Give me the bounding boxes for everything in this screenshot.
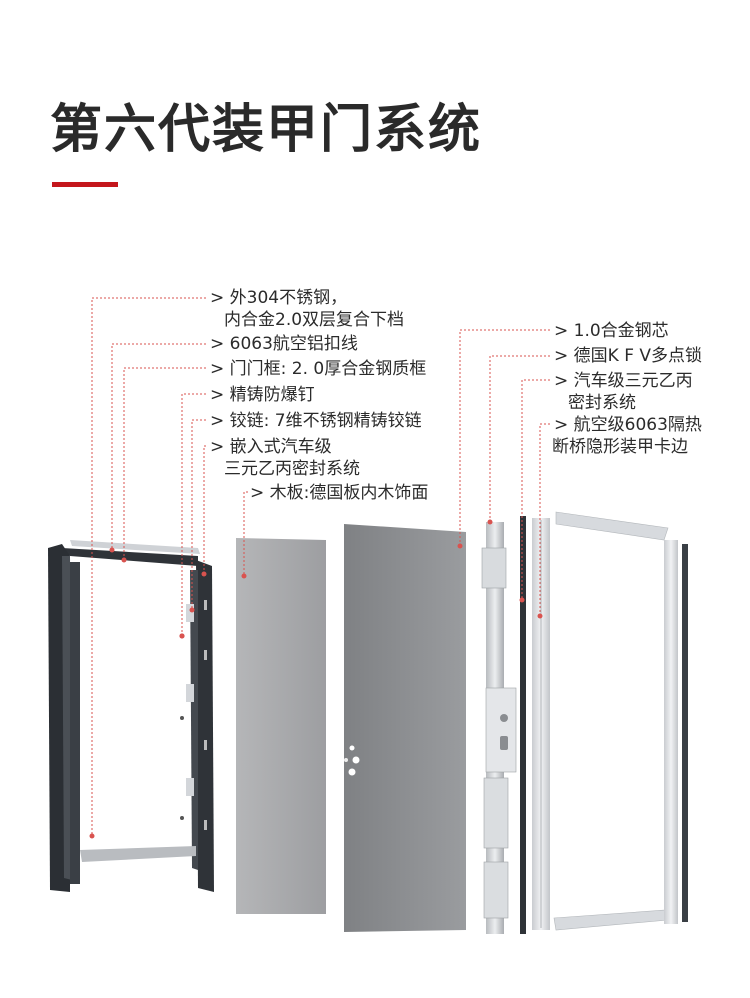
callout-wood-panel: > 木板:德国板内木饰面 xyxy=(250,483,429,503)
callout-embedded-seal: > 嵌入式汽车级 三元乙丙密封系统 xyxy=(210,436,360,480)
steel-door-leaf xyxy=(344,524,466,932)
callout-thermal-break-line-2: 断桥隐形装甲卡边 xyxy=(552,437,688,457)
auto-seal-part xyxy=(520,516,526,934)
callout-outer-steel: > 外304不锈钢， 内合金2.0双层复合下档 xyxy=(210,287,404,331)
callout-kfv-lock: > 德国K F V多点锁 xyxy=(554,346,703,366)
title-underline xyxy=(52,182,118,187)
callout-auto-seal-line-1: > 汽车级三元乙丙 xyxy=(554,371,693,391)
callout-cast-nail: > 精铸防爆钉 xyxy=(210,385,315,405)
callout-auto-seal-line-2: 密封系统 xyxy=(568,393,636,413)
callout-door-frame: > 门门框: 2. 0厚合金钢质框 xyxy=(210,359,427,379)
callout-thermal-break-line-1: > 航空级6063隔热 xyxy=(554,415,702,435)
leader-lines-left xyxy=(91,297,248,836)
callout-thermal-break: > 航空级6063隔热 断桥隐形装甲卡边 xyxy=(552,414,702,458)
callout-outer-steel-line-2: 内合金2.0双层复合下档 xyxy=(224,310,405,330)
thermal-break-frame xyxy=(532,511,688,931)
callout-aluminum-line: > 6063航空铝扣线 xyxy=(210,334,358,354)
callout-embedded-seal-line-2: 三元乙丙密封系统 xyxy=(224,459,360,479)
kfv-lock-part xyxy=(481,522,517,934)
callout-outer-steel-line-1: > 外304不锈钢， xyxy=(210,288,348,308)
leader-dots-right xyxy=(457,519,543,619)
wood-panel-part xyxy=(236,538,326,914)
callout-embedded-seal-line-1: > 嵌入式汽车级 xyxy=(210,437,332,457)
callout-auto-seal: > 汽车级三元乙丙 密封系统 xyxy=(554,370,693,414)
callout-steel-core: > 1.0合金钢芯 xyxy=(554,321,669,341)
page-title: 第六代装甲门系统 xyxy=(50,100,483,160)
callout-hinge: > 铰链: 7维不锈钢精铸铰链 xyxy=(210,411,422,431)
door-frame-part xyxy=(48,540,214,892)
leader-dots-left xyxy=(89,547,247,839)
leader-lines-right xyxy=(459,329,550,616)
